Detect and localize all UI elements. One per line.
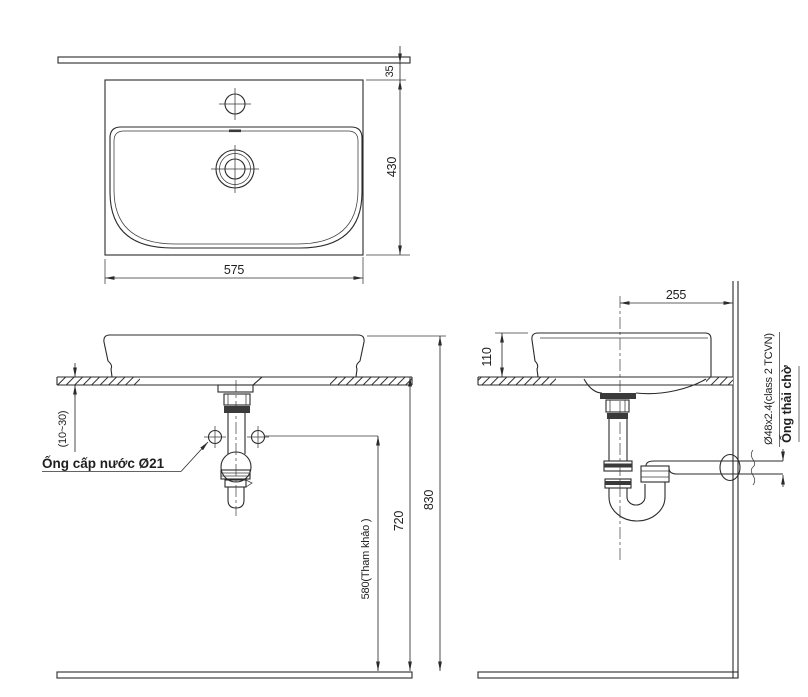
supply-pipe-label: Ống cấp nước Ø21 (42, 456, 165, 471)
dim-580-label: 580(Tham khảo ) (360, 519, 372, 600)
front-counter-hatch-right (330, 377, 412, 385)
front-counter-hatch-left (57, 377, 140, 385)
front-trap (220, 451, 253, 509)
front-view: Ống cấp nước Ø21 (10~30) 580(Tham khảo )… (42, 334, 446, 679)
dim-10-30-label: (10~30) (57, 411, 69, 448)
dim-overall-height: 830 (367, 335, 446, 671)
pipe-break-symbol (750, 449, 756, 486)
side-counter (477, 376, 733, 386)
overflow-slot (229, 129, 241, 133)
front-floor (56, 671, 413, 679)
front-drain-assembly (209, 376, 264, 454)
side-p-trap (603, 449, 783, 522)
dim-plan-width: 575 (104, 257, 364, 284)
plan-basin-inner (113, 130, 359, 245)
dim-plan-wall-gap: 35 (384, 46, 402, 80)
waste-pipe-callout: Ø48x2.4(class 2 TCVN) Ống thải chờ (763, 332, 800, 487)
side-counter-hatch-right (706, 377, 733, 385)
dim-rim-above-counter: 110 (480, 332, 528, 377)
dim-drain-offset: 255 (620, 288, 733, 305)
dim-counter-height: 720 (392, 377, 412, 671)
side-sink-outline (531, 332, 712, 378)
dim-110-label: 110 (480, 347, 494, 367)
dim-255-label: 255 (666, 288, 687, 302)
dim-575-label: 575 (224, 263, 245, 277)
dim-plan-depth: 430 (366, 79, 410, 256)
dim-720-label: 720 (392, 511, 406, 532)
front-sink-outline (103, 334, 365, 378)
faucet-hole-icon (219, 88, 251, 120)
side-drain-assembly (583, 378, 707, 461)
plan-basin-outer (109, 126, 363, 249)
waste-pipe-label: Ống thải chờ (779, 365, 794, 443)
dim-830-label: 830 (422, 490, 436, 511)
side-view: 255 110 Ø48x2.4(class 2 TCVN) Ống thải c… (477, 281, 800, 679)
side-counter-hatch-left (478, 377, 556, 385)
waste-pipe-spec-label: Ø48x2.4(class 2 TCVN) (763, 333, 775, 445)
side-floor (477, 671, 739, 679)
plan-view: 575 430 35 (57, 46, 411, 284)
wall-sleeve (719, 453, 741, 482)
dim-counter-thickness: (10~30) (57, 363, 77, 452)
supply-pipe-left-icon (204, 426, 226, 448)
supply-pipe-right-icon (247, 426, 269, 448)
dim-ref-height: 580(Tham khảo ) (264, 435, 380, 671)
dim-35-label: 35 (384, 66, 396, 78)
supply-pipe-callout: Ống cấp nước Ø21 (42, 441, 209, 472)
plan-wall-strip (57, 56, 411, 64)
plan-rim-outline (104, 79, 364, 256)
drain-hole-icon (211, 145, 259, 193)
dim-430-label: 430 (385, 157, 399, 178)
